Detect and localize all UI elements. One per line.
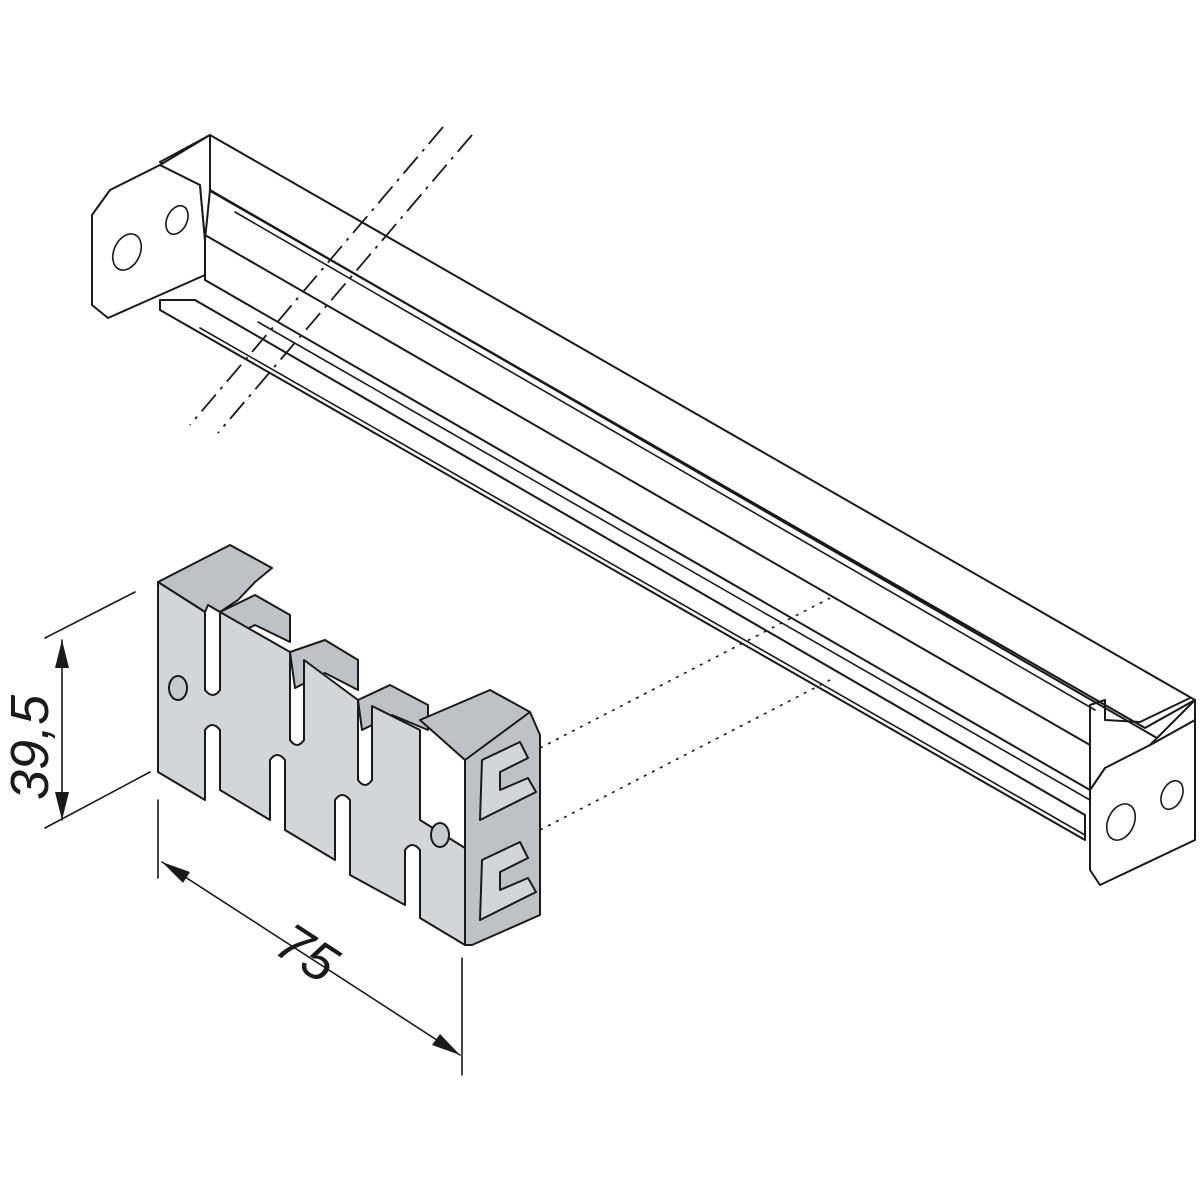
- mounting-hole-icon: [1160, 779, 1184, 811]
- mounting-hole-icon: [1105, 803, 1137, 841]
- insert-hole-icon: [168, 675, 188, 701]
- mounting-hole-icon: [111, 233, 143, 271]
- height-dimension: 39,5: [0, 591, 151, 829]
- mounting-hole-icon: [165, 204, 189, 236]
- height-label: 39,5: [0, 694, 60, 800]
- insert-profile: [479, 741, 537, 821]
- mounting-rail: [91, 126, 1196, 886]
- cable-insert: [157, 544, 541, 946]
- left-bracket: [91, 134, 211, 319]
- insert-front-face: [157, 581, 466, 946]
- insert-hole-icon: [430, 822, 450, 848]
- width-label: 75: [265, 912, 349, 996]
- right-bracket: [1089, 699, 1196, 886]
- break-line: [217, 134, 473, 434]
- break-line: [189, 126, 444, 426]
- projection-lines: [539, 597, 831, 831]
